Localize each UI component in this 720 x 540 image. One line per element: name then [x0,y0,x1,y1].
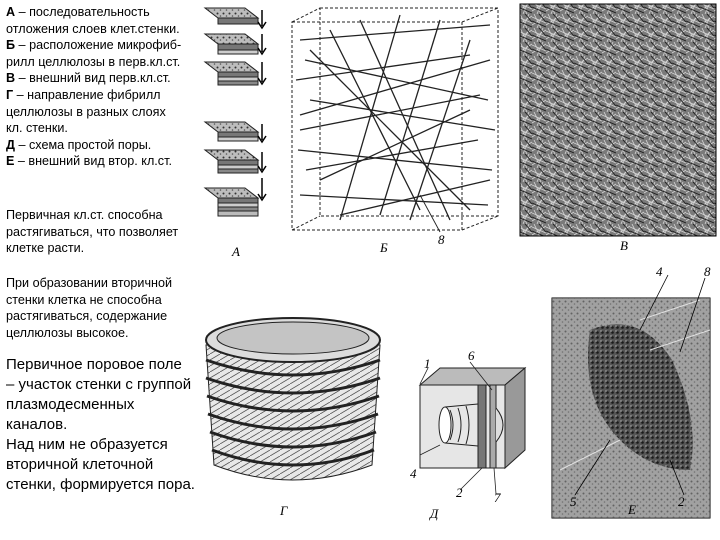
legend-line-0: А – последовательность [6,5,150,19]
legend-line-3: рилл целлюлозы в перв.кл.ст. [6,54,181,69]
label-d-num-1: 1 [424,356,431,371]
label-b-num: 8 [438,232,445,247]
label-d-num-2: 2 [456,485,463,500]
label-d-num-7: 7 [494,490,501,505]
figure-e-photo [551,274,711,519]
figure-d-pore-scheme [418,361,527,495]
legend-line-5: Г – направление фибрилл [6,87,161,102]
legend-line-8: Д – схема простой поры. [6,137,152,152]
legend-line-2: Б – расположение микрофиб- [6,38,182,53]
label-v: В [620,238,628,253]
label-g: Г [279,503,288,518]
label-d-num-4: 4 [410,466,417,481]
figure-a-layer-stack [203,7,267,217]
label-e-num-5: 5 [570,494,577,509]
note-secondary-wall: При образовании вторичной стенки клетка … [6,276,173,340]
legend-line-7: кл. стенки. [6,121,68,136]
figure-g-cylinder [205,317,381,481]
figure-b-microfibril-cube [291,7,499,233]
label-e-num-8: 8 [704,264,711,279]
legend-line-9: Е – внешний вид втор. кл.ст. [6,154,172,169]
legend-line-4: В – внешний вид перв.кл.ст. [6,71,171,86]
figure-v-photo [519,3,717,237]
note-primary-wall: Первичная кл.ст. способна растягиваться,… [6,208,179,256]
label-e-num-4: 4 [656,264,663,279]
legend: А – последовательность отложения слоев к… [6,4,211,170]
label-a: А [231,244,240,259]
label-e: Е [627,502,636,517]
label-d-num-6: 6 [468,348,475,363]
label-d: Д [428,506,439,521]
label-e-num-2: 2 [678,494,685,509]
legend-line-1: отложения слоев клет.стенки. [6,21,180,36]
legend-line-6: целлюлозы в разных слоях [6,104,166,119]
note-pore-field: Первичное поровое поле – участок стенки … [6,356,195,493]
label-b: Б [379,240,388,255]
